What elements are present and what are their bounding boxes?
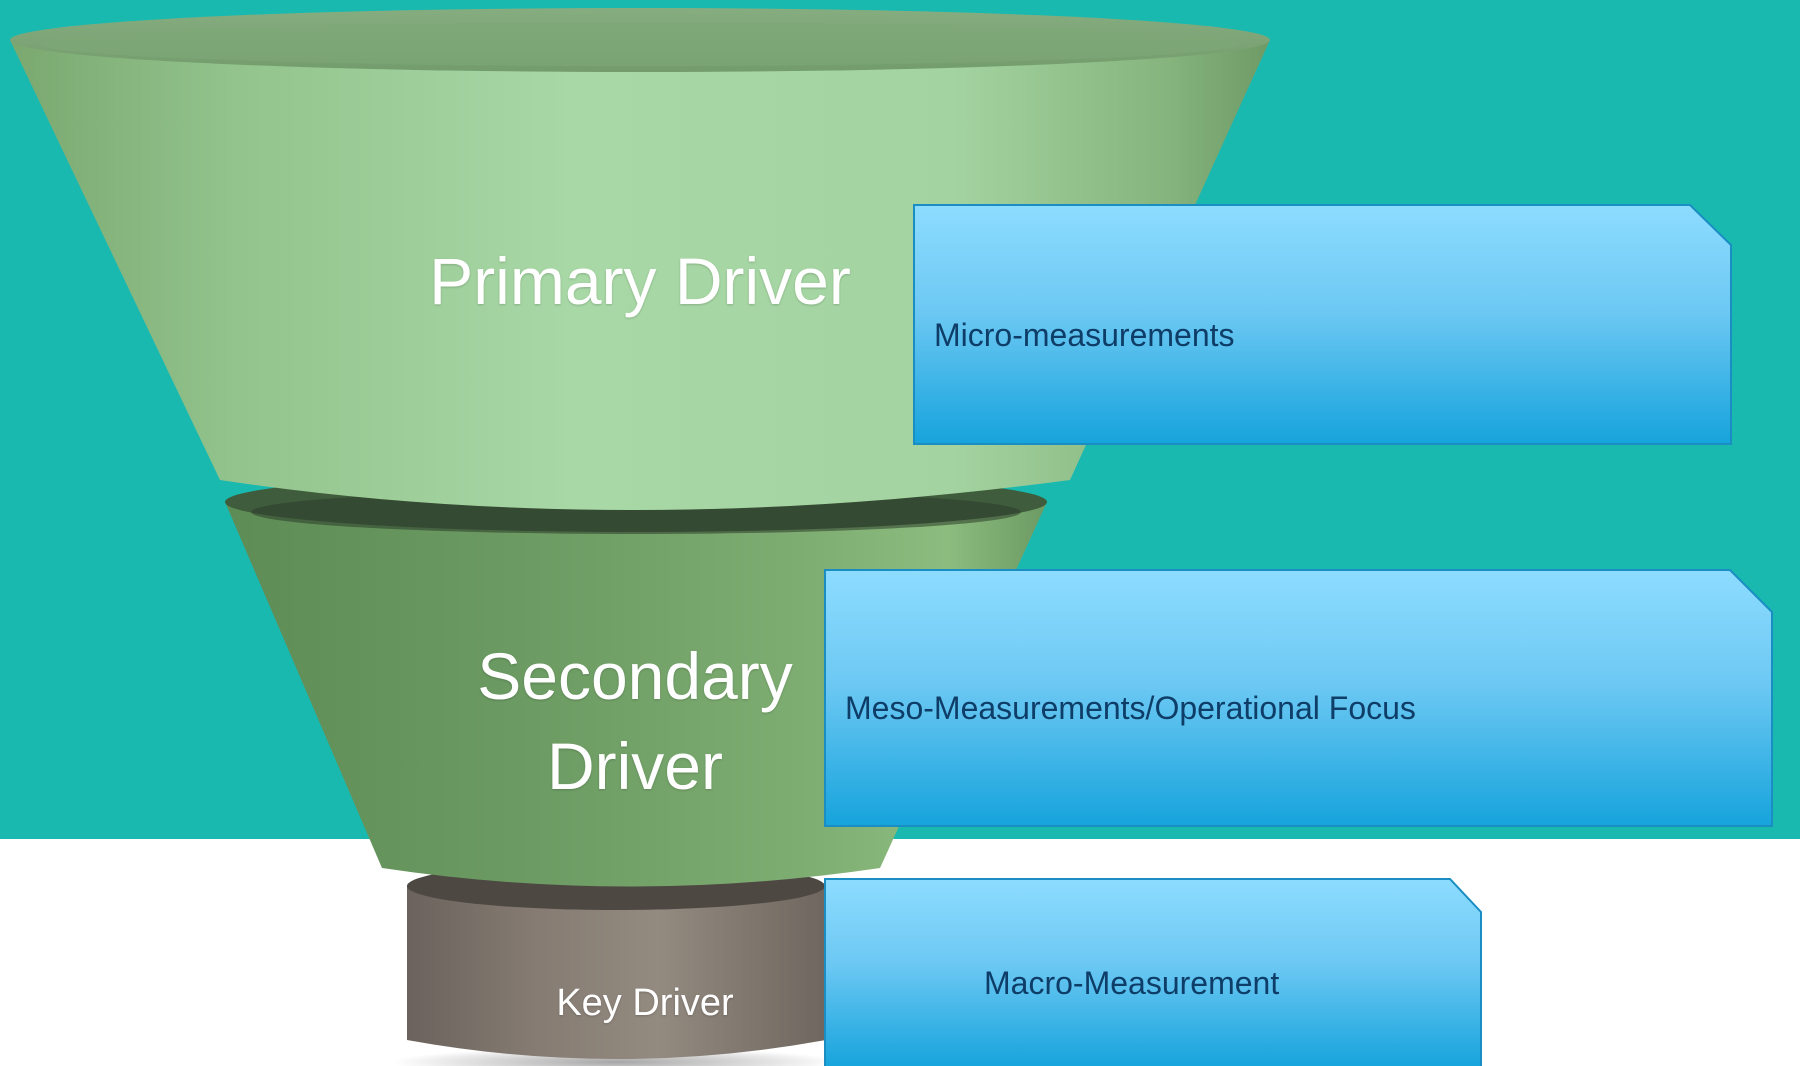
micro-measurements-box [913,204,1732,445]
key-driver-label: Key Driver [556,982,734,1024]
primary-driver-label: Primary Driver [429,244,851,318]
macro-measurement-box [824,878,1482,1066]
meso-measurements-box [824,569,1773,827]
key-driver-segment [391,862,841,1066]
meso-measurements-label: Meso-Measurements/Operational Focus [845,690,1416,726]
micro-measurements-label: Micro-measurements [934,317,1235,353]
secondary-driver-label-line1: Secondary [477,639,793,713]
secondary-driver-label-line2: Driver [547,729,723,803]
macro-measurement-label: Macro-Measurement [984,965,1280,1001]
